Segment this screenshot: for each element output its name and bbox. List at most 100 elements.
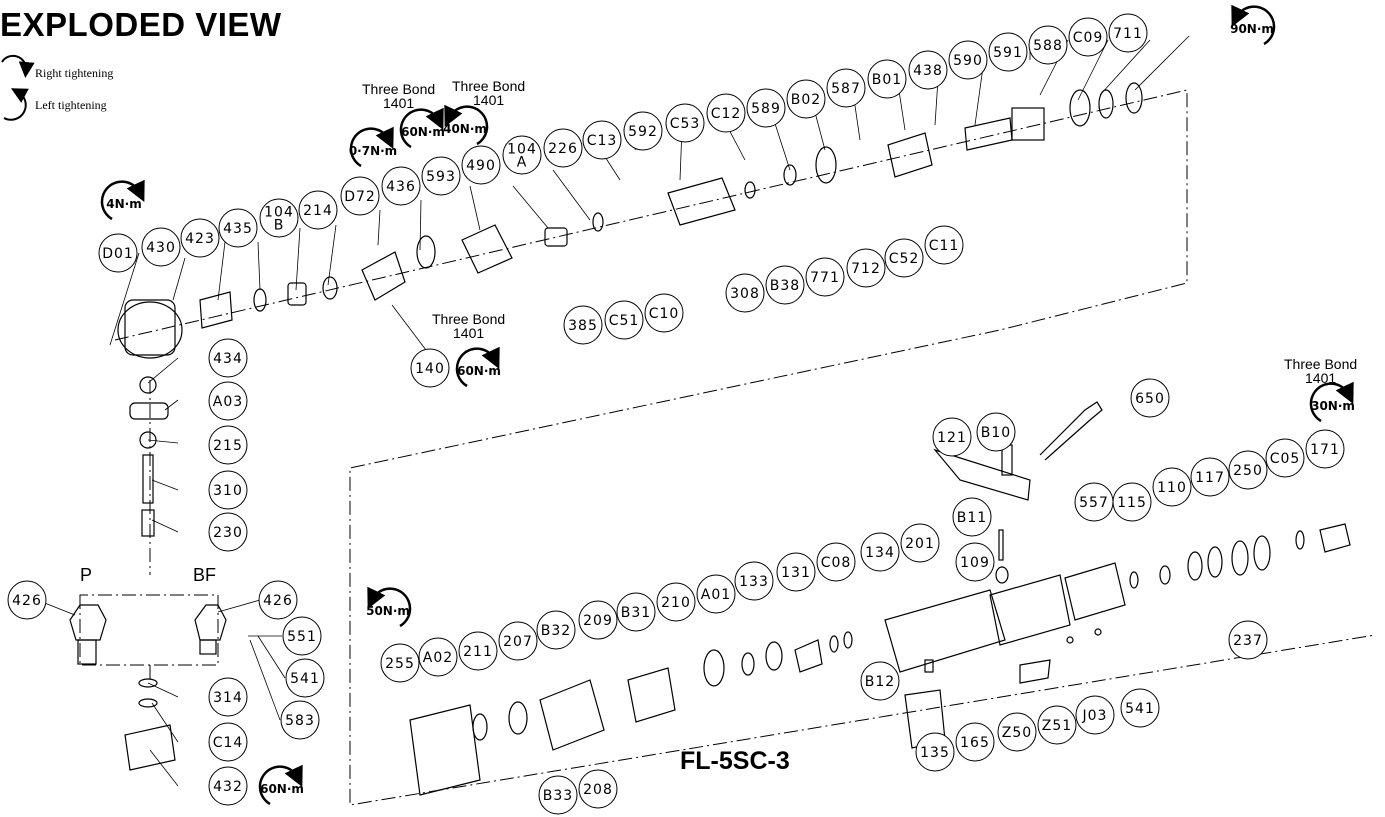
part-callout: A03 bbox=[208, 381, 248, 421]
part-number: 211 bbox=[463, 644, 493, 660]
torque-callout: 40N·m bbox=[443, 104, 489, 146]
part-callout: 215 bbox=[208, 425, 248, 465]
part-drawing bbox=[627, 667, 676, 723]
part-drawing bbox=[1231, 540, 1249, 576]
part-drawing bbox=[1011, 107, 1045, 141]
part-callout: 593 bbox=[421, 156, 461, 196]
part-drawing bbox=[1019, 659, 1051, 684]
part-callout: C05 bbox=[1265, 438, 1305, 478]
part-number: C51 bbox=[609, 313, 640, 329]
part-number: 226 bbox=[548, 141, 578, 157]
part-drawing bbox=[1159, 565, 1171, 585]
part-drawing bbox=[139, 376, 157, 394]
part-callout: B12 bbox=[860, 661, 900, 701]
part-callout: 214 bbox=[298, 190, 338, 230]
torque-callout: 0·7N·m bbox=[349, 126, 397, 168]
right-tightening-icon bbox=[1, 54, 35, 78]
part-drawing bbox=[887, 132, 933, 178]
part-callout: 310 bbox=[208, 470, 248, 510]
part-number: 209 bbox=[583, 613, 613, 629]
part-number: 140 bbox=[415, 361, 445, 377]
part-drawing bbox=[253, 288, 267, 312]
part-number: 215 bbox=[213, 438, 243, 454]
part-number: B12 bbox=[865, 674, 895, 690]
part-callout: 771 bbox=[805, 257, 845, 297]
part-drawing bbox=[765, 641, 783, 671]
part-callout: C09 bbox=[1068, 17, 1108, 57]
part-callout: C12 bbox=[706, 93, 746, 133]
part-number: 432 bbox=[213, 779, 243, 795]
part-callout: 210 bbox=[656, 582, 696, 622]
part-drawing bbox=[129, 402, 169, 420]
part-number: 541 bbox=[290, 671, 320, 687]
part-drawing bbox=[361, 251, 406, 301]
part-number: C52 bbox=[889, 251, 920, 267]
part-callout: 226 bbox=[543, 128, 583, 168]
rotation-arrow-icon bbox=[349, 126, 394, 168]
part-drawing bbox=[77, 639, 97, 665]
rotation-arrow-icon bbox=[444, 104, 489, 146]
part-callout: 557 bbox=[1074, 482, 1114, 522]
part-callout: C51 bbox=[604, 300, 644, 340]
part-callout: 171 bbox=[1305, 429, 1345, 469]
part-callout: 711 bbox=[1108, 13, 1148, 53]
part-number: 210 bbox=[661, 595, 691, 611]
part-callout: 430 bbox=[141, 227, 181, 267]
part-drawing bbox=[884, 589, 1006, 673]
part-callout: 134 bbox=[860, 532, 900, 572]
rotation-arrow-icon bbox=[258, 764, 303, 806]
torque-value: 4N·m bbox=[106, 197, 141, 211]
part-drawing bbox=[416, 235, 436, 269]
part-drawing bbox=[199, 291, 233, 329]
part-drawing bbox=[1295, 530, 1305, 550]
torque-callout: 30N·m bbox=[1309, 381, 1355, 423]
rotation-arrow-icon bbox=[1231, 4, 1276, 46]
part-callout: 255 bbox=[380, 643, 420, 683]
part-drawing bbox=[1098, 89, 1114, 119]
part-callout: 490 bbox=[461, 145, 501, 185]
part-number: C12 bbox=[711, 106, 742, 122]
part-callout: Z50 bbox=[997, 712, 1037, 752]
part-number: 104 bbox=[507, 142, 537, 158]
torque-callout: 4N·m bbox=[100, 179, 145, 221]
torque-value: 60N·m bbox=[401, 125, 445, 139]
assembly-lines bbox=[79, 89, 1376, 806]
part-number: 110 bbox=[1157, 480, 1187, 496]
part-callout: 426 bbox=[7, 580, 47, 620]
part-number: B33 bbox=[543, 788, 573, 804]
part-drawing bbox=[989, 574, 1071, 646]
torque-value: 90N·m bbox=[1230, 22, 1274, 36]
part-drawing bbox=[124, 724, 176, 771]
part-number: J03 bbox=[1082, 708, 1108, 724]
sealant-name: Three Bond bbox=[432, 311, 506, 327]
part-callout: 165 bbox=[955, 722, 995, 762]
part-number: 109 bbox=[960, 555, 990, 571]
part-number: 426 bbox=[12, 593, 42, 609]
part-callout: B38 bbox=[765, 265, 805, 305]
torque-value: 0·7N·m bbox=[349, 144, 397, 158]
part-callout: C11 bbox=[924, 225, 964, 265]
part-drawing bbox=[409, 704, 481, 796]
part-callout: B11 bbox=[952, 497, 992, 537]
part-number: 435 bbox=[223, 221, 253, 237]
part-number: B02 bbox=[791, 92, 821, 108]
part-drawing bbox=[998, 529, 1004, 561]
part-number: 593 bbox=[426, 169, 456, 185]
part-drawing bbox=[794, 639, 823, 673]
part-drawing bbox=[783, 164, 797, 186]
part-callout: 207 bbox=[498, 621, 538, 661]
legend-right-label: Right tightening bbox=[35, 66, 114, 80]
part-number: C08 bbox=[821, 555, 852, 571]
torque-callout: 60N·m bbox=[455, 346, 501, 388]
part-number: 592 bbox=[628, 124, 658, 140]
part-callout: 314 bbox=[208, 677, 248, 717]
torque-callout: 60N·m bbox=[399, 107, 445, 149]
part-number: 434 bbox=[213, 351, 243, 367]
part-number: B10 bbox=[981, 425, 1011, 441]
part-number: 650 bbox=[1135, 391, 1165, 407]
part-drawing bbox=[539, 679, 605, 751]
part-callout: 590 bbox=[948, 40, 988, 80]
part-drawing bbox=[924, 659, 934, 673]
